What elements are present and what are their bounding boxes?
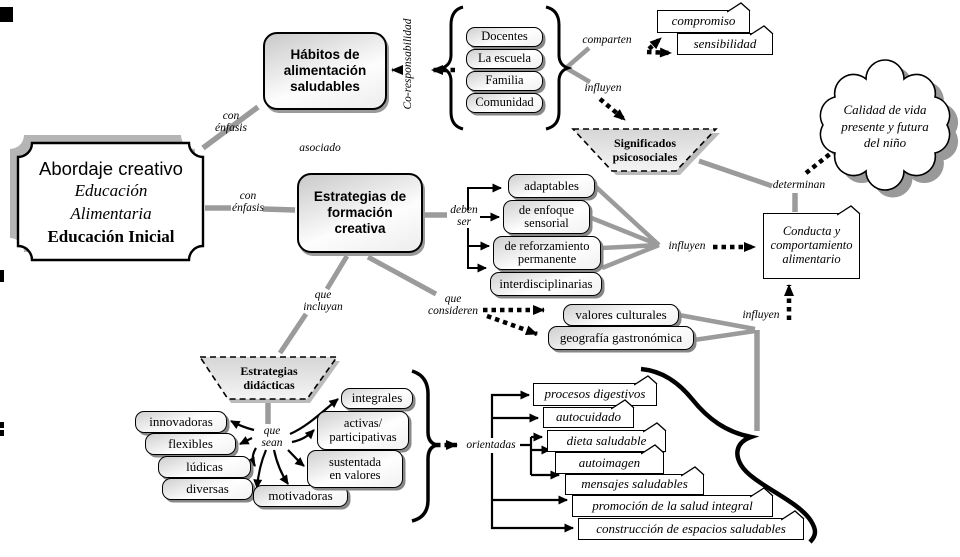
concept-integrales: integrales [341,388,413,409]
concept-calidad-de-vida: Calidad de vida presente y futura del ni… [841,101,929,151]
plaque-line-3: Alimentaria [70,203,152,223]
concept-geografia-gastronomica: geografía gastronómica [548,326,694,350]
concept-sensibilidad: sensibilidad [677,25,774,55]
concept-conducta: Conducta y comportamiento alimentario [763,205,861,279]
folded-corner [837,205,861,216]
concept-docentes: Docentes [466,27,543,47]
concept-diversas: diversas [162,478,253,500]
trapezoid-significados [571,128,720,175]
concept-construccion-espacios: construcción de espacios saludables [578,510,805,540]
concept-valores-culturales: valores culturales [563,304,679,326]
concept-compromiso: compromiso [657,2,751,33]
link-label-orientadas: orientadas [462,438,520,453]
cloud-shape [819,59,959,198]
folded-corner [727,2,751,13]
concept-interdisciplinarias: interdisciplinarias [490,272,602,296]
link-label-influyen-low: influyen [742,309,780,322]
link-label-comparten: comparten [582,34,632,47]
link-label-con-enfasis-2: con énfasis [232,189,264,214]
folded-corner [750,25,774,36]
trapezoid-didacticas [198,356,340,403]
concept-activas-participativas: activas/ participativas [317,411,409,450]
concept-mensajes-saludables: mensajes saludables [565,466,705,495]
page-edge-mark [0,430,4,436]
group-brace-left [437,5,464,131]
link-label-deben-ser: deben ser [450,203,478,228]
concept-promocion-salud: promoción de la salud integral [572,487,774,517]
concept-la-escuela: La escuela [466,49,543,69]
link-label-que-consideren: que consideren [427,292,479,317]
concept-estrategias-didacticas: Estrategias didácticas [240,364,298,392]
concept-procesos-digestivos: procesos digestivos [533,375,658,406]
plaque-line-2: Educación [74,180,148,200]
concept-abordaje-creativo: Abordaje creativo Educación Alimentaria … [22,149,200,257]
diagonal-brace [640,366,818,544]
folded-corner [750,487,774,498]
folded-corner [611,399,635,410]
concept-innovadoras: innovadoras [135,411,227,433]
concept-autocuidado: autocuidado [543,399,635,428]
folded-corner [643,422,667,433]
concept-autoimagen: autoimagen [555,444,665,474]
page-corner-mark [0,7,13,22]
link-label-co-responsabilidad: Co-responsabilidad [401,18,414,110]
plaque-line-1: Abordaje creativo [39,157,183,179]
concept-motivadoras: motivadoras [253,485,348,507]
page-edge-mark [0,422,4,428]
plaque-line-4: Educación Inicial [47,226,175,246]
link-label-que-sean: que sean [261,424,283,449]
concept-significados-psicosociales: Significados psicosociales [612,136,678,164]
concept-enfoque-sensorial: de enfoque sensorial [503,200,590,234]
concept-comunidad: Comunidad [466,93,543,113]
folded-corner [681,466,705,477]
concept-ludicas: lúdicas [158,456,251,478]
concept-adaptables: adaptables [508,174,595,198]
concept-sustentada-valores: sustentada en valores [307,450,403,488]
link-label-determinan: determinan [772,179,826,192]
plaque-shape [10,135,205,262]
concept-habitos: Hábitos de alimentación saludables [263,32,387,110]
concept-flexibles: flexibles [145,433,236,455]
folded-corner [634,375,658,386]
link-label-asociado: asociado [299,141,341,154]
concept-estrategias-formacion: Estrategias de formación creativa [297,173,423,253]
link-label-con-enfasis-1: con énfasis [215,109,247,134]
group-brace-right [545,5,573,131]
link-label-que-incluyan: que incluyan [303,288,343,313]
concept-familia: Familia [466,71,543,91]
page-edge-mark [0,270,4,282]
link-label-influyen-top: influyen [584,82,622,95]
concept-dieta-saludable: dieta saludable [547,422,667,452]
stack-brace [411,369,438,523]
folded-corner [781,510,805,521]
folded-corner [641,444,665,455]
link-label-influyen-mid: influyen [668,240,706,253]
concept-reforzamiento: de reforzamiento permanente [493,236,601,270]
